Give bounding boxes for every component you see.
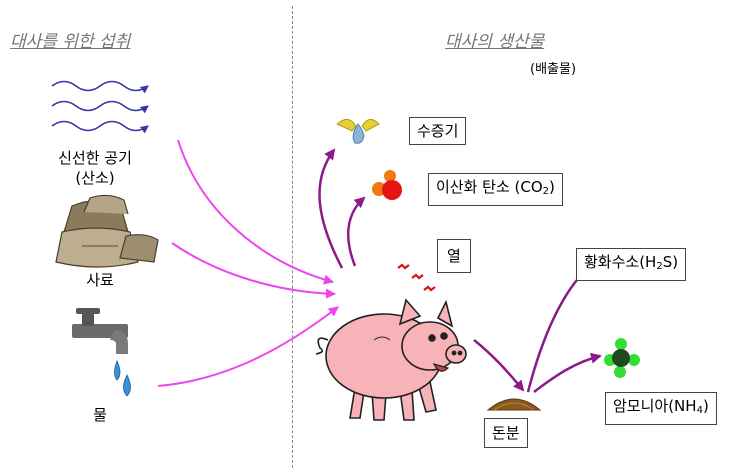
h2s-subscript: 2: [656, 261, 663, 272]
intake-heading: 대사를 위한 섭취: [10, 32, 131, 52]
air-intake-arrow: [177, 139, 334, 285]
intake-arrows: [157, 139, 339, 387]
vapor-icon: [336, 119, 380, 144]
water-label: 물: [93, 406, 107, 424]
co2-label-end: ): [549, 178, 555, 196]
ammonia-label-end: ): [702, 397, 709, 415]
fresh-air-label-line2: (산소): [75, 169, 115, 187]
h2s-box: 황화수소(H2S): [576, 248, 687, 281]
fresh-air-label: 신선한 공기 (산소): [45, 148, 145, 188]
section-divider: [292, 6, 293, 468]
heat-box: 열: [437, 239, 471, 273]
nh3-arrow: [533, 352, 602, 393]
water-drops-icon: [114, 359, 131, 397]
water-vapor-box: 수증기: [409, 117, 467, 145]
ammonia-box: 암모니아(NH4): [605, 392, 717, 425]
ammonia-subscript: 4: [696, 405, 703, 416]
water-vapor-label: 수증기: [417, 122, 459, 140]
wind-icon: [51, 80, 149, 134]
co2-molecule-icon: [372, 170, 402, 200]
fresh-air-label-line1: 신선한 공기: [58, 149, 132, 167]
manure-box: 돈분: [484, 418, 528, 448]
products-subheading: (배출물): [530, 62, 577, 77]
pig-illustration: [315, 298, 467, 421]
co2-box: 이산화 탄소 (CO2): [428, 173, 563, 206]
manure-arrow: [473, 339, 525, 392]
feed-intake-arrow: [171, 242, 336, 299]
water-intake-arrow: [157, 306, 339, 387]
co2-subscript: 2: [542, 186, 550, 197]
vapor-arrow: [318, 148, 344, 269]
heat-waves-icon: [397, 263, 436, 292]
co2-arrow: [347, 196, 366, 267]
heat-label: 열: [447, 247, 461, 265]
faucet-icon: [72, 308, 128, 354]
h2s-label: 황화수소(H: [584, 253, 657, 271]
manure-pile-icon: [486, 398, 542, 411]
feed-label: 사료: [86, 271, 114, 289]
feed-sacks-icon: [55, 194, 159, 268]
ammonia-label: 암모니아(NH: [613, 397, 697, 415]
ammonia-molecule-icon: [604, 338, 640, 378]
products-heading: 대사의 생산물: [445, 32, 545, 52]
co2-label: 이산화 탄소 (CO: [436, 178, 543, 196]
manure-label: 돈분: [492, 424, 520, 442]
output-arrows: [318, 148, 602, 393]
h2s-label-end: S): [662, 253, 679, 271]
